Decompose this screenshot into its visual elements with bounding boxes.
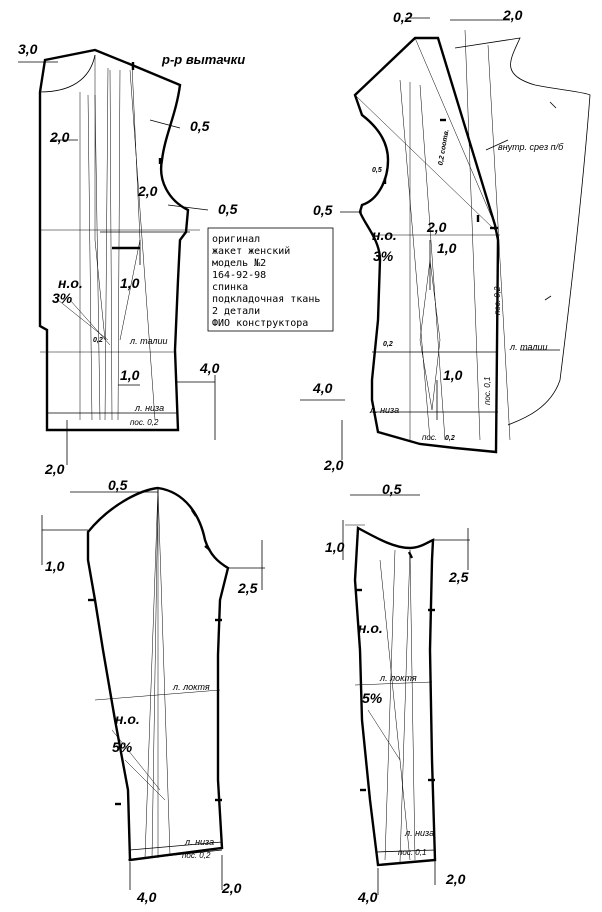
back-armhole-upper: 0,5 bbox=[190, 118, 210, 134]
front-dart-depth: 1,0 bbox=[437, 240, 457, 256]
note-line-2: жакет женский bbox=[212, 245, 290, 257]
note-line-5: спинка bbox=[212, 282, 248, 293]
front-armhole-small: 0,5 bbox=[372, 167, 382, 174]
front-hem-side: 4,0 bbox=[312, 380, 333, 396]
under-sleeve-hem: л. низа bbox=[404, 828, 434, 838]
under-sleeve-grain: н.о. bbox=[358, 620, 383, 636]
front-top-right: 2,0 bbox=[502, 7, 523, 23]
upper-sleeve-hem-right: 2,0 bbox=[221, 880, 242, 896]
back-waist-hem: 1,0 bbox=[120, 367, 140, 383]
front-outline bbox=[353, 36, 500, 454]
front-waist-label: л. талии bbox=[509, 342, 547, 352]
under-sleeve bbox=[342, 494, 470, 895]
back-percent: 3% bbox=[52, 290, 73, 306]
upper-sleeve-elbow: л. локтя bbox=[172, 682, 210, 692]
note-line-1: оригинал bbox=[212, 234, 260, 245]
back-hem-label: л. низа bbox=[134, 403, 164, 413]
front-grain-label: н.о. bbox=[372, 227, 397, 243]
back-grain-label: н.о. bbox=[58, 275, 83, 291]
front-allowance-top: пос. 0,2 bbox=[493, 286, 502, 315]
upper-sleeve-hem: л. низа bbox=[184, 837, 214, 847]
upper-sleeve-grain: н.о. bbox=[115, 711, 140, 727]
back-side-dart: 1,0 bbox=[120, 275, 140, 291]
note-line-8: ФИО конструктора bbox=[212, 318, 308, 329]
under-sleeve-outline bbox=[353, 526, 437, 867]
back-waist-small: 0,2 bbox=[93, 337, 103, 344]
under-sleeve-allowance: пос. 0,1 bbox=[398, 848, 426, 857]
front-allowance-bottom: пос. 0,1 bbox=[483, 377, 492, 405]
darts-label: р-р вытачки bbox=[161, 52, 245, 67]
under-sleeve-percent: 5% bbox=[362, 690, 383, 706]
under-sleeve-right: 2,5 bbox=[448, 569, 469, 585]
back-neck-width: 3,0 bbox=[18, 41, 38, 57]
front-seam-label: 0,2 соотв. bbox=[437, 129, 450, 166]
back-waist-label: л. талии bbox=[129, 336, 167, 346]
back-armhole-lower: 0,5 bbox=[218, 201, 238, 217]
front-top-left: 0,2 bbox=[393, 9, 413, 25]
upper-sleeve-hem-left: 4,0 bbox=[136, 889, 157, 905]
front-hem-label: л. низа bbox=[369, 405, 399, 415]
front-percent: 3% bbox=[373, 248, 394, 264]
upper-sleeve-cap: 0,5 bbox=[108, 477, 128, 493]
back-neck-drop: 2,0 bbox=[49, 129, 70, 145]
note-line-7: 2 детали bbox=[212, 306, 260, 317]
under-sleeve-cap: 0,5 bbox=[382, 481, 402, 497]
upper-sleeve bbox=[41, 486, 265, 890]
back-hem-side: 4,0 bbox=[199, 360, 220, 376]
front-dart-top: 2,0 bbox=[426, 219, 447, 235]
front-facing-outline bbox=[454, 37, 591, 426]
upper-sleeve-left: 1,0 bbox=[45, 558, 65, 574]
under-sleeve-hem-left: 4,0 bbox=[357, 889, 378, 905]
back-outline bbox=[38, 48, 190, 432]
upper-sleeve-allowance: пос. 0,2 bbox=[182, 851, 211, 860]
under-sleeve-left: 1,0 bbox=[325, 539, 345, 555]
under-sleeve-hem-right: 2,0 bbox=[445, 871, 466, 887]
front-hem-center: 2,0 bbox=[323, 457, 344, 473]
front-piece bbox=[300, 17, 591, 460]
under-sleeve-elbow: л. локтя bbox=[379, 673, 417, 683]
front-waist-small: 0,2 bbox=[383, 341, 393, 348]
front-waist-side: 1,0 bbox=[443, 367, 463, 383]
note-box: оригинал жакет женский модель №2 164-92-… bbox=[207, 227, 334, 332]
front-bottom-allowance: 0,2 bbox=[445, 435, 455, 442]
note-line-6: подкладочная ткань bbox=[212, 294, 320, 305]
note-line-4: 164-92-98 bbox=[212, 270, 266, 281]
back-neck-line bbox=[39, 54, 96, 93]
note-line-3: модель №2 bbox=[212, 258, 266, 269]
front-facing-label: внутр. срез п/б bbox=[498, 142, 564, 152]
front-allowance: пос. bbox=[422, 433, 437, 442]
back-allowance: пос. 0,2 bbox=[130, 418, 159, 427]
upper-sleeve-outline bbox=[86, 486, 230, 862]
back-hem-center: 2,0 bbox=[44, 461, 65, 477]
back-shoulder-blade: 2,0 bbox=[137, 183, 158, 199]
upper-sleeve-percent: 5% bbox=[112, 739, 133, 755]
front-armhole: 0,5 bbox=[313, 202, 333, 218]
back-piece bbox=[18, 48, 216, 465]
upper-sleeve-right: 2,5 bbox=[237, 580, 258, 596]
